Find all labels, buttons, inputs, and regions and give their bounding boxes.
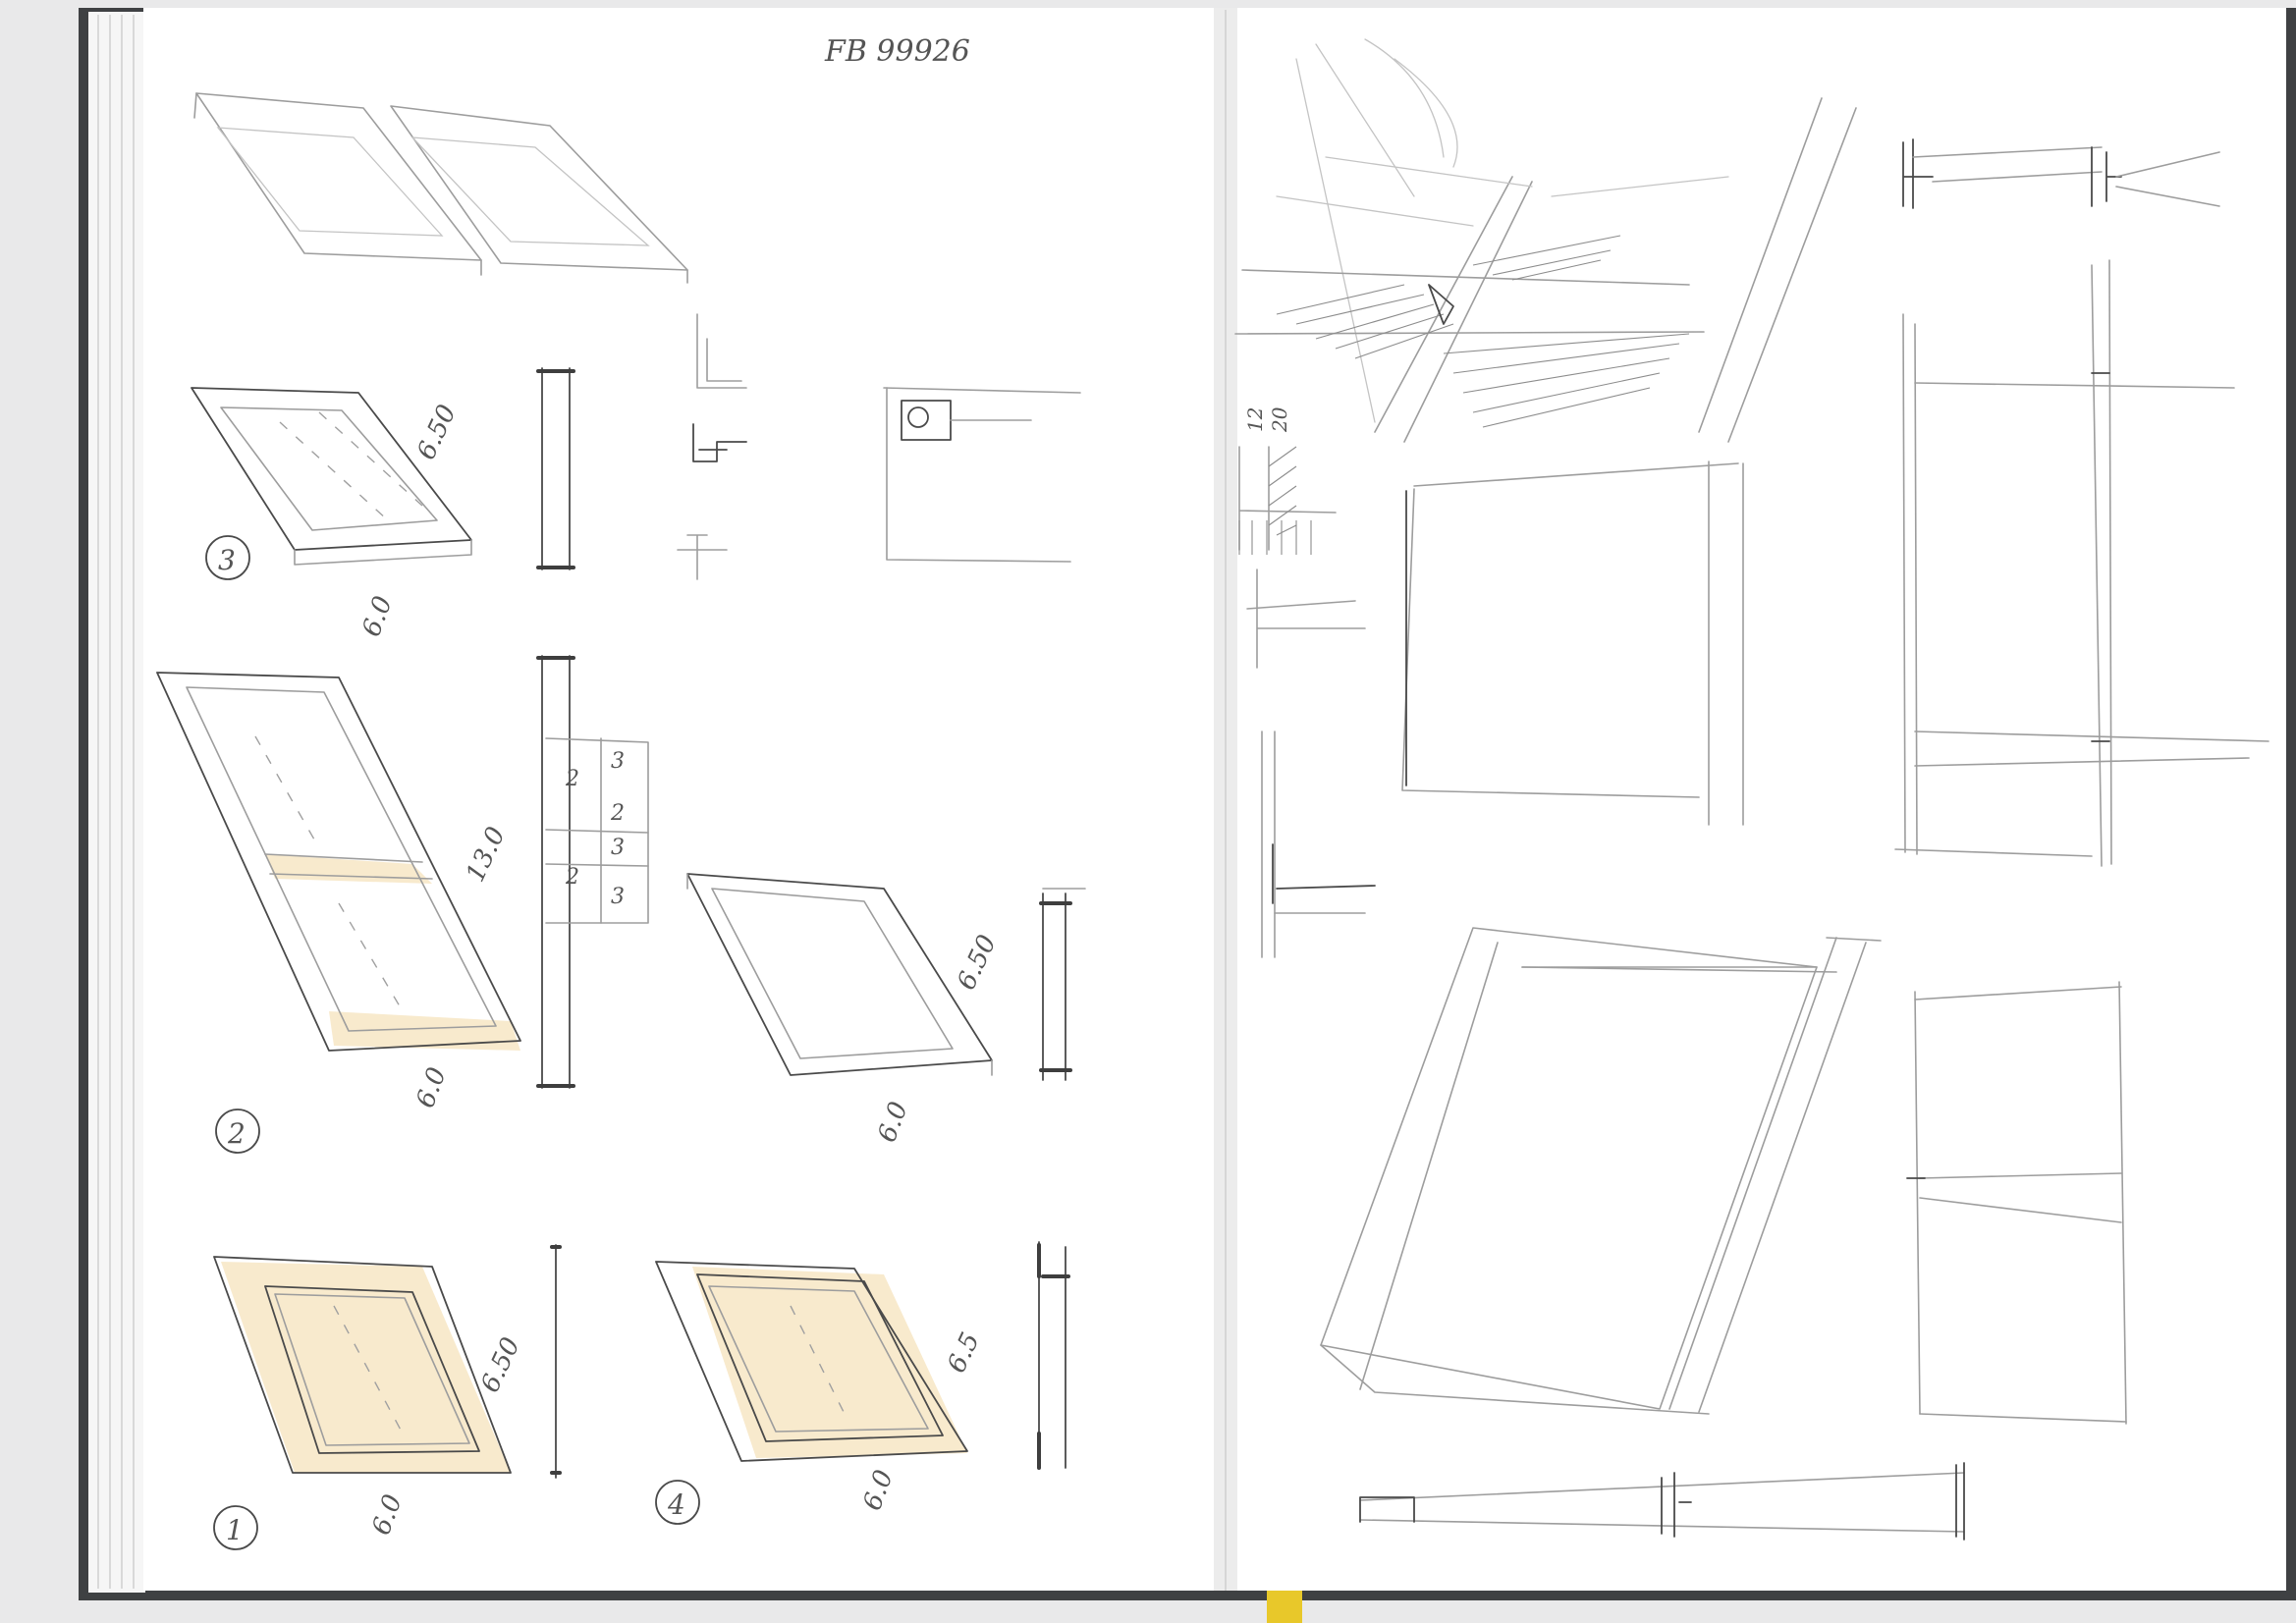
perspective-shaded-sketch <box>1234 38 1857 443</box>
top-detail-right <box>1902 138 2220 209</box>
marker-number: 4 <box>667 1488 685 1521</box>
section-detail-plain <box>1039 888 1086 1081</box>
dimension-label: 20 <box>1268 406 1291 433</box>
plan-detail <box>883 387 1081 563</box>
section-label: 3 <box>611 749 625 774</box>
section-detail-1 <box>550 1244 562 1479</box>
section-label: 2 <box>565 767 579 791</box>
elevation-square <box>1401 460 1744 826</box>
page-reference: FB 99926 <box>824 34 970 69</box>
bottom-horizontal-section <box>1359 1462 1965 1541</box>
section-label: 2 <box>610 801 625 826</box>
sketch-double-frame <box>193 92 688 284</box>
dimension-label: 12 <box>1243 407 1267 432</box>
section-detail-4 <box>1037 1241 1070 1470</box>
right-page-notes: 12 20 <box>1243 406 1291 433</box>
left-margin-section <box>1261 730 1376 958</box>
marker-number: 2 <box>227 1117 246 1150</box>
marker-circle <box>213 1505 258 1550</box>
corner-details <box>677 313 747 580</box>
wall-section-hatched <box>1238 446 1366 669</box>
sketch-frame-4: 4 6.5 6.0 <box>655 1261 986 1525</box>
large-perspective-frame <box>1320 927 1882 1415</box>
section-label: 3 <box>611 885 625 909</box>
marker-number: 3 <box>218 544 236 576</box>
section-label: 2 <box>565 865 579 890</box>
right-page <box>1226 8 2286 1591</box>
marker-circle <box>655 1480 700 1525</box>
marker-number: 1 <box>226 1514 244 1546</box>
ribbon-bookmark <box>1267 1591 1302 1623</box>
tall-elevation <box>1894 259 2269 867</box>
marker-circle <box>215 1109 260 1154</box>
section-detail-2: 2 2 2 3 3 3 <box>536 655 649 1089</box>
marker-circle <box>205 535 250 580</box>
lower-elevation <box>1906 981 2127 1425</box>
page-edges <box>88 12 145 1593</box>
section-label: 3 <box>611 836 625 860</box>
section-detail-3 <box>536 367 575 570</box>
